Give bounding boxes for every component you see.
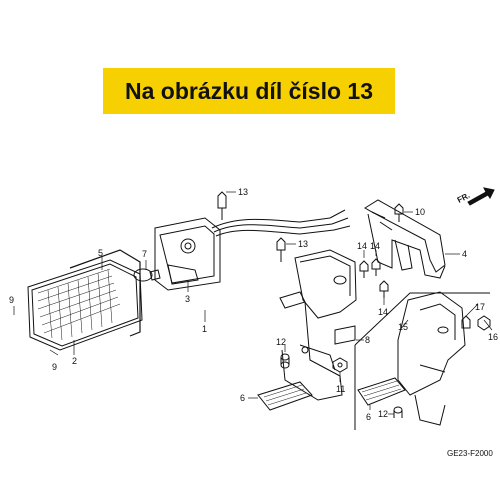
banner-text: Na obrázku díl číslo 13 [125, 77, 373, 104]
reference-code: GE23-F2000 [447, 449, 493, 458]
callout-9: 9 [9, 295, 14, 305]
nut-11 [332, 357, 348, 373]
callout-8: 8 [365, 335, 370, 345]
license-plate-bracket [279, 249, 357, 401]
collar-12 [280, 353, 290, 369]
callout-1: 1 [202, 324, 207, 334]
alternate-bracket-inset [354, 291, 491, 430]
callout-15: 15 [398, 322, 408, 332]
callout-12: 12 [276, 337, 286, 347]
callout-17: 17 [475, 302, 485, 312]
callout-13: 13 [238, 187, 248, 197]
callout-14-c: 14 [378, 307, 388, 317]
front-direction-arrow: FR. [456, 187, 495, 206]
lamp-base [154, 209, 351, 291]
part-number-banner: Na obrázku díl číslo 13 [103, 68, 395, 114]
callout-9-b: 9 [52, 362, 57, 372]
callout-6-inset: 6 [366, 412, 371, 422]
callout-14-a: 14 [357, 241, 367, 251]
callout-16: 16 [488, 332, 498, 342]
leader-lines [13, 191, 493, 415]
bolt-10 [394, 203, 404, 222]
callout-4: 4 [462, 249, 467, 259]
callout-2: 2 [72, 356, 77, 366]
callout-10: 10 [415, 207, 425, 217]
callout-14-b: 14 [370, 241, 380, 251]
callout-12-inset: 12 [378, 409, 388, 419]
callout-6: 6 [240, 393, 245, 403]
screw-13-lower [276, 237, 286, 262]
callout-13-b: 13 [298, 239, 308, 249]
callout-5: 5 [98, 248, 103, 258]
callout-7: 7 [142, 249, 147, 259]
bulb [133, 268, 161, 282]
callout-3: 3 [185, 294, 190, 304]
bolt-14-set [359, 258, 389, 298]
callout-11: 11 [336, 384, 345, 394]
screw-13-upper [217, 191, 227, 220]
tail-lens [27, 249, 143, 351]
reflector [257, 381, 313, 411]
